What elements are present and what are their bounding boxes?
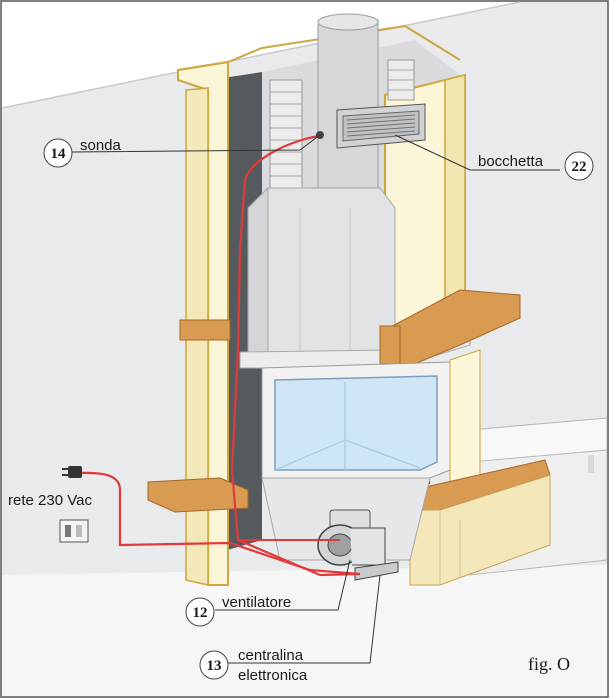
callout-label-bocchetta: bocchetta — [478, 153, 544, 170]
probe-cable — [230, 134, 361, 577]
floor — [2, 565, 607, 696]
left-wood-block — [179, 319, 231, 341]
insert-upper-side — [247, 186, 269, 353]
right-wood-block — [379, 325, 401, 365]
plug-icon — [62, 466, 82, 478]
firebox — [261, 361, 451, 484]
callout-label-ventilatore: ventilatore — [222, 594, 291, 611]
hood-top-edge — [177, 24, 461, 71]
insert-upper-body — [247, 187, 396, 353]
flue-top — [317, 13, 379, 31]
callout-circle-13 — [199, 650, 229, 680]
mains-label: rete 230 Vac — [8, 492, 92, 509]
hearth-seams — [439, 510, 461, 585]
lower-left-shelf — [147, 477, 249, 513]
mains-cable — [79, 471, 361, 576]
callout-circle-12 — [185, 597, 215, 627]
callout-circle-22 — [564, 151, 594, 181]
callout-label-elettronica: elettronica — [238, 667, 308, 684]
callout-label-centralina: centralina — [238, 647, 304, 664]
wall-socket-icon — [59, 519, 89, 543]
air-grille — [336, 103, 426, 149]
flex-duct-right — [387, 59, 415, 101]
callout-number-13: 13 — [207, 658, 222, 674]
figure-caption: fig. O — [528, 654, 570, 674]
control-unit — [354, 561, 399, 581]
callout-number-14: 14 — [51, 146, 67, 162]
bench-leg — [588, 455, 594, 473]
right-panel-side — [444, 74, 466, 310]
callout-circle-14 — [43, 138, 73, 168]
callout-label-sonda: sonda — [80, 137, 122, 154]
leader-22 — [394, 134, 560, 171]
insert-facets — [299, 208, 351, 352]
leader-13 — [228, 574, 381, 664]
glass-door — [274, 375, 438, 471]
leader-12 — [215, 559, 351, 611]
wall-ceiling-edge — [1, 1, 521, 109]
callout-number-12: 12 — [193, 605, 208, 621]
leader-14 — [71, 134, 321, 153]
fan-unit — [317, 509, 386, 566]
callout-number-22: 22 — [572, 159, 587, 175]
